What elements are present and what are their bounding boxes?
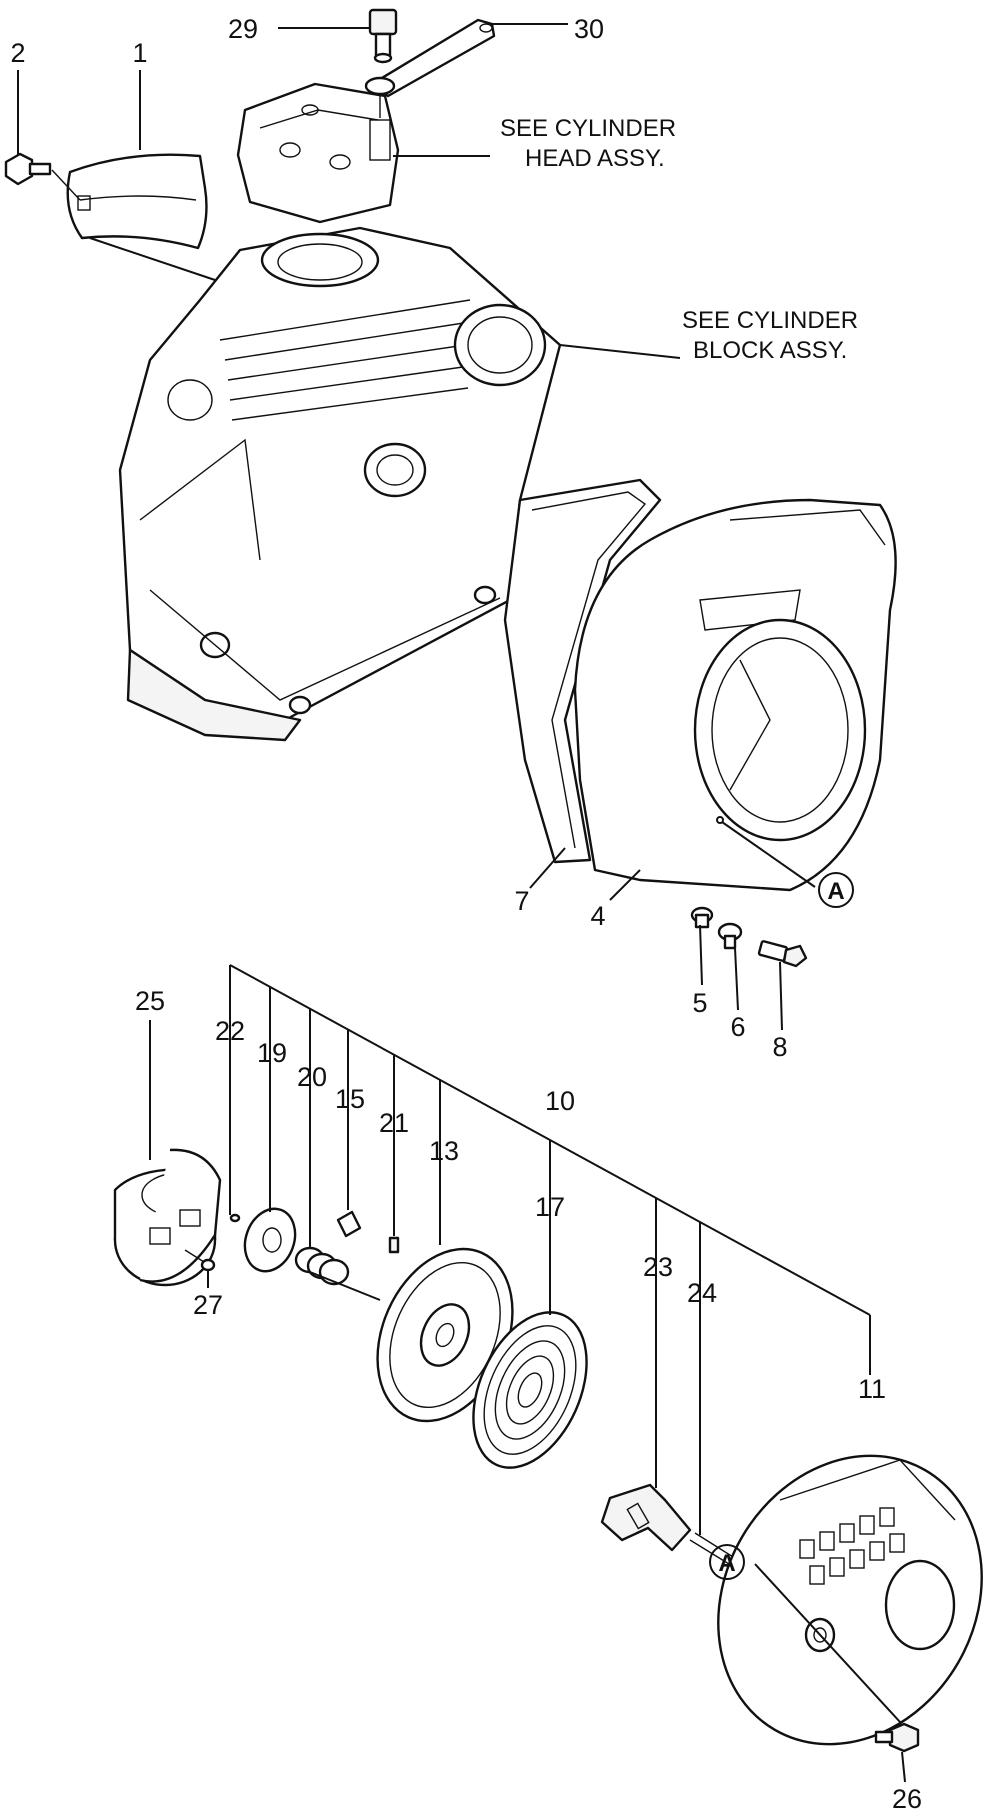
cylinder-block xyxy=(118,226,562,742)
callout-11: 11 xyxy=(858,1374,886,1404)
note-cylinder-head: SEE CYLINDER HEAD ASSY. xyxy=(500,115,676,172)
callout-27: 27 xyxy=(193,1290,223,1320)
part-11-starter-case xyxy=(717,1454,983,1746)
marker-a-bottom: A xyxy=(709,1544,745,1580)
part-23-starter-handle xyxy=(600,1483,692,1552)
marker-a-bottom-label: A xyxy=(718,1550,735,1577)
part-15-ratchet xyxy=(336,1210,362,1238)
starter-case-vents xyxy=(799,1507,905,1585)
callout-7: 7 xyxy=(514,886,529,916)
part-21-screw xyxy=(388,1236,400,1254)
part-6-collar xyxy=(717,922,743,950)
callout-1: 1 xyxy=(132,38,147,68)
callout-24: 24 xyxy=(687,1278,717,1308)
part-13-reel xyxy=(376,1247,514,1423)
note-cylinder-block: SEE CYLINDER BLOCK ASSY. xyxy=(682,307,858,364)
callout-30: 30 xyxy=(574,14,604,44)
callout-13: 13 xyxy=(429,1136,459,1166)
callout-10: 10 xyxy=(545,1086,575,1116)
callout-20: 20 xyxy=(297,1062,327,1092)
part-29-breather xyxy=(368,8,398,64)
callout-2: 2 xyxy=(10,38,25,68)
callout-29: 29 xyxy=(228,14,258,44)
callout-23: 23 xyxy=(643,1252,673,1282)
callout-6: 6 xyxy=(730,1012,745,1042)
leader-lines xyxy=(17,23,906,1783)
callout-numbers: 1 2 29 30 7 4 5 6 8 25 22 19 20 15 21 13… xyxy=(10,14,922,1814)
part-8-bolt xyxy=(757,940,808,968)
callout-8: 8 xyxy=(772,1032,787,1062)
note-head-line1: SEE CYLINDER xyxy=(500,115,676,142)
cylinder-head xyxy=(236,82,400,224)
part-25-starter-cup xyxy=(113,1148,222,1287)
part-1-cover xyxy=(66,153,208,250)
callout-25: 25 xyxy=(135,986,165,1016)
part-17-recoil-spring xyxy=(472,1311,588,1469)
callout-22: 22 xyxy=(215,1016,245,1046)
callout-17: 17 xyxy=(535,1192,565,1222)
marker-a-top: A xyxy=(818,872,854,908)
part-30-bracket xyxy=(364,18,496,118)
part-26-bolt xyxy=(874,1722,920,1753)
part-7-gasket xyxy=(503,478,662,864)
callout-19: 19 xyxy=(257,1038,287,1068)
part-2-bolt xyxy=(4,152,81,201)
part-5-grommet xyxy=(690,906,714,929)
part-20-spring xyxy=(294,1246,350,1286)
callout-5: 5 xyxy=(692,988,707,1018)
callout-26: 26 xyxy=(892,1784,922,1814)
callout-4: 4 xyxy=(590,901,605,931)
callout-21: 21 xyxy=(379,1108,409,1138)
note-block-line1: SEE CYLINDER xyxy=(682,307,858,334)
marker-a-top-label: A xyxy=(827,878,844,905)
note-block-line2: BLOCK ASSY. xyxy=(693,337,847,364)
part-19-friction-plate xyxy=(243,1207,297,1273)
part-22-pin xyxy=(229,1213,241,1223)
part-4-fan-housing xyxy=(573,498,897,892)
callout-15: 15 xyxy=(335,1084,365,1114)
note-head-line2: HEAD ASSY. xyxy=(525,145,665,172)
